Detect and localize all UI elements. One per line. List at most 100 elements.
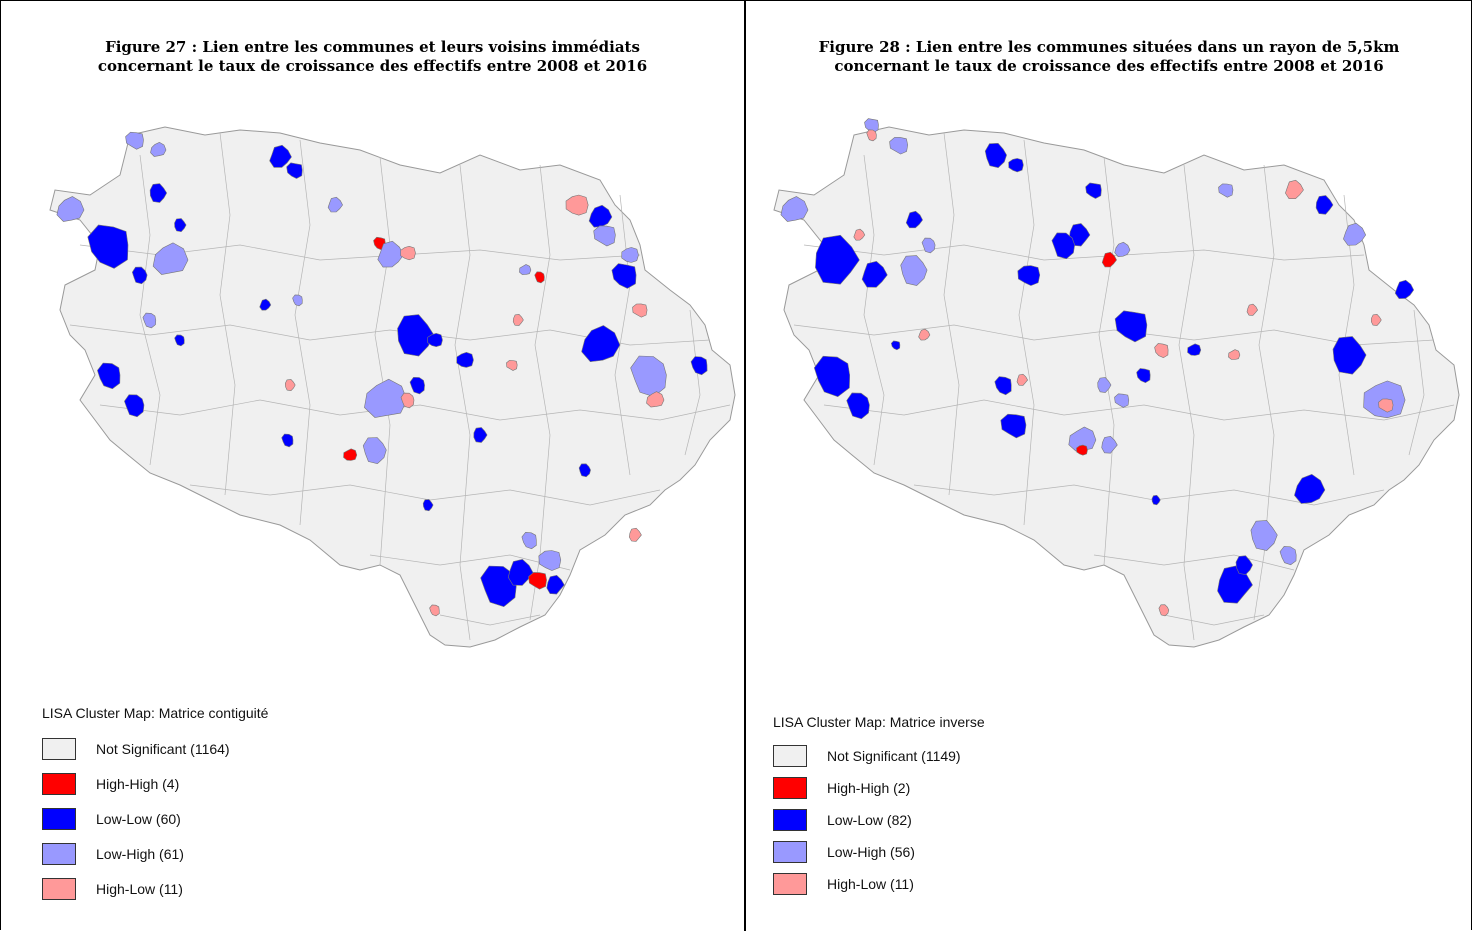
legend-row-high-high: High-High (2) [773,772,985,804]
cluster-low-low [87,224,129,269]
cluster-low-high [1097,377,1112,393]
cluster-low-low [1315,195,1334,215]
cluster-high-low [632,303,648,318]
swatch-high-low [773,873,807,895]
cluster-low-low [581,325,621,363]
legend-row-high-low: High-Low (11) [773,868,985,900]
cluster-high-low [1158,604,1170,617]
cluster-low-low [427,332,443,348]
panel-divider [744,0,746,931]
cluster-low-high [1101,435,1118,454]
legend-label: High-Low (11) [96,880,183,897]
figure-28-title: Figure 28 : Lien entre les communes situ… [746,38,1472,76]
cluster-high-low [866,129,877,142]
cluster-low-low [1235,555,1253,575]
cluster-low-low [456,351,474,368]
legend-label: High-High (4) [96,775,180,792]
figure-27-title-line1: Figure 27 : Lien entre les communes et l… [105,38,640,56]
cluster-low-high [142,312,157,329]
cluster-high-low [628,527,642,542]
cluster-low-low [546,574,565,595]
swatch-low-low [42,807,76,830]
ile-de-france-outline [773,126,1460,648]
figure-28-legend: LISA Cluster Map: Matrice inverse Not Si… [773,714,985,900]
cluster-low-low [994,376,1012,396]
legend-row-low-high: Low-High (56) [773,836,985,868]
swatch-low-low [773,809,807,831]
cluster-low-low [269,144,292,168]
cluster-high-low [506,360,518,371]
cluster-low-low [690,356,708,376]
cluster-low-low [286,162,303,179]
cluster-high-low [918,328,931,341]
figure-28-lisa-cluster-map [773,118,1460,648]
cluster-low-high [377,240,404,268]
cluster-low-low [588,204,613,228]
legend-label: Not Significant (1164) [96,740,230,757]
cluster-low-low [97,362,121,390]
cluster-low-low [422,499,434,512]
cluster-low-high [1068,426,1097,452]
cluster-low-low [861,260,888,288]
cluster-low-low [813,355,851,398]
cluster-low-low [473,427,488,443]
cluster-high-low [565,194,589,216]
legend-label: Low-Low (60) [96,810,181,827]
cluster-low-low [1332,336,1367,375]
cluster-low-low [1000,413,1027,439]
cluster-low-high [621,247,639,263]
legend-label: Low-High (61) [96,845,184,862]
cluster-high-low [1285,179,1304,199]
cluster-low-low [124,394,145,418]
legend-row-high-high: High-High (4) [42,766,268,801]
cluster-low-high [56,196,85,222]
cluster-low-high [1218,183,1234,198]
cluster-low-low [905,210,923,229]
cluster-low-low [846,392,870,420]
cluster-low-high [292,294,303,307]
cluster-low-low [1068,223,1091,247]
cluster-high-high [534,271,545,284]
cluster-low-high [864,118,879,133]
cluster-low-low [1294,473,1326,504]
cluster-low-high [900,255,928,286]
cluster-low-high [1279,546,1297,566]
swatch-low-high [773,841,807,863]
cluster-high-low [512,313,524,326]
cluster-low-low [1085,182,1102,199]
cluster-low-high [1114,393,1130,408]
cluster-high-low [1378,398,1394,413]
cluster-patches [56,131,708,617]
cluster-low-low [480,565,517,608]
legend-label: Not Significant (1149) [827,748,961,764]
cluster-low-high [125,131,144,150]
cluster-low-low [1151,494,1161,506]
cluster-high-low [646,391,665,408]
cluster-low-high [364,378,408,418]
cluster-low-high [630,355,667,398]
cluster-low-high [150,141,167,157]
cluster-low-low [611,263,637,289]
legend-row-low-high: Low-High (61) [42,836,268,871]
legend-row-high-low: High-Low (11) [42,871,268,906]
cluster-high-low [853,228,866,241]
swatch-high-high [42,772,76,795]
figure-27-lisa-cluster-map [49,126,736,648]
cluster-low-high [780,196,809,222]
legend-label: Low-High (56) [827,844,915,860]
cluster-high-low [400,245,416,261]
figure-28-legend-title: LISA Cluster Map: Matrice inverse [773,714,985,730]
cluster-low-high [327,196,343,213]
cluster-high-low [1246,303,1258,316]
commune-boundaries [793,132,1455,641]
cluster-high-low [429,604,440,617]
cluster-low-low [174,334,185,347]
cluster-high-low [1154,343,1169,359]
figure-27-title: Figure 27 : Lien entre les communes et l… [0,38,745,76]
cluster-low-low [507,558,534,586]
cluster-low-low [409,376,425,395]
cluster-high-low [1016,373,1028,386]
cluster-low-high [1343,222,1367,246]
cluster-low-high [593,225,616,247]
